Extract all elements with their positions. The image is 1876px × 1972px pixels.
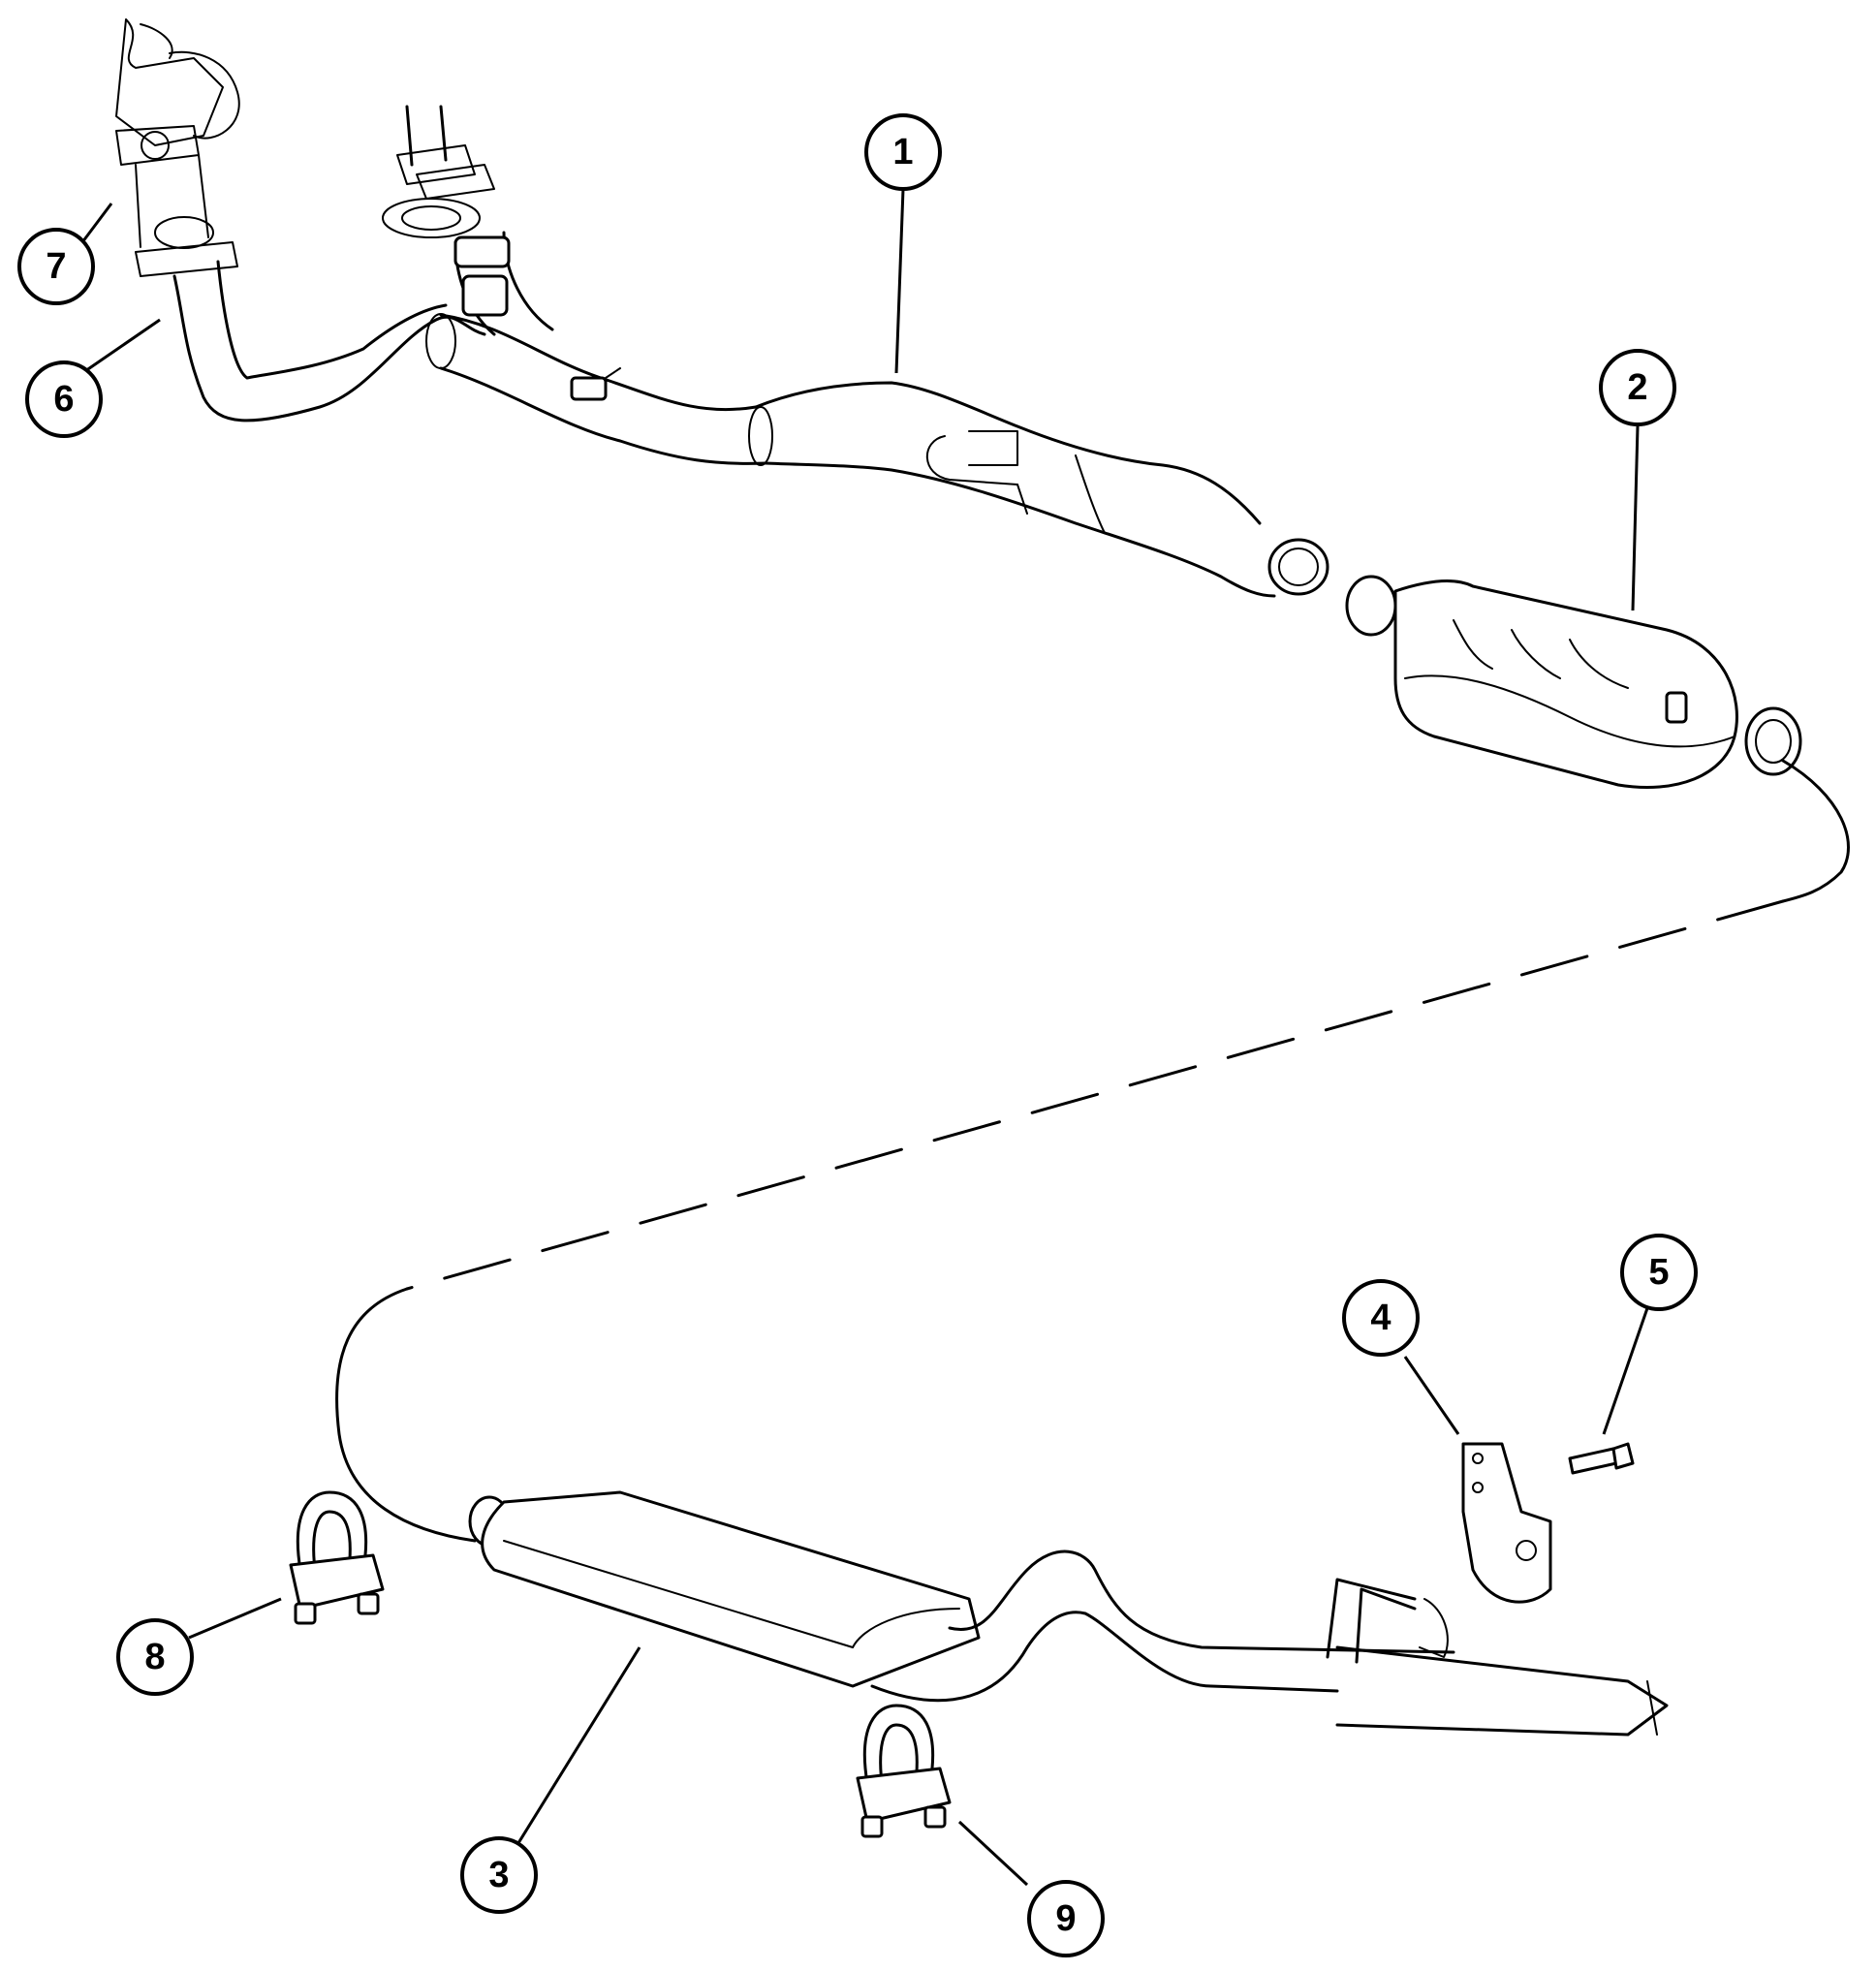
continuation-path: [335, 759, 1850, 1543]
svg-text:5: 5: [1648, 1252, 1669, 1293]
svg-text:4: 4: [1370, 1298, 1391, 1338]
clamp-9: [856, 1704, 952, 1838]
leader-lines: [80, 188, 1649, 1887]
muffler-assembly: [468, 1490, 1669, 1737]
svg-text:2: 2: [1627, 367, 1647, 408]
callout-1: 1: [864, 113, 942, 191]
exhaust-manifold-left: [115, 18, 240, 146]
hanger-bracket: [1419, 1442, 1552, 1658]
callout-4: 4: [1342, 1279, 1420, 1357]
y-pipe-assembly: [115, 125, 1329, 598]
callout-2: 2: [1599, 349, 1676, 426]
svg-text:3: 3: [488, 1855, 509, 1895]
callout-7: 7: [17, 228, 95, 305]
svg-text:6: 6: [53, 379, 74, 420]
callout-8: 8: [116, 1618, 194, 1696]
svg-text:7: 7: [46, 246, 66, 287]
callout-5: 5: [1620, 1234, 1698, 1311]
svg-text:8: 8: [144, 1637, 165, 1677]
callout-3: 3: [460, 1836, 538, 1914]
catalytic-converter: [1345, 575, 1802, 790]
exhaust-manifold-right: [382, 105, 481, 238]
callout-6: 6: [25, 360, 103, 438]
clamp-8: [289, 1490, 385, 1625]
svg-text:1: 1: [892, 132, 913, 172]
callout-9: 9: [1027, 1880, 1105, 1957]
hanger-bolt: [1568, 1442, 1635, 1475]
svg-text:9: 9: [1055, 1898, 1076, 1939]
